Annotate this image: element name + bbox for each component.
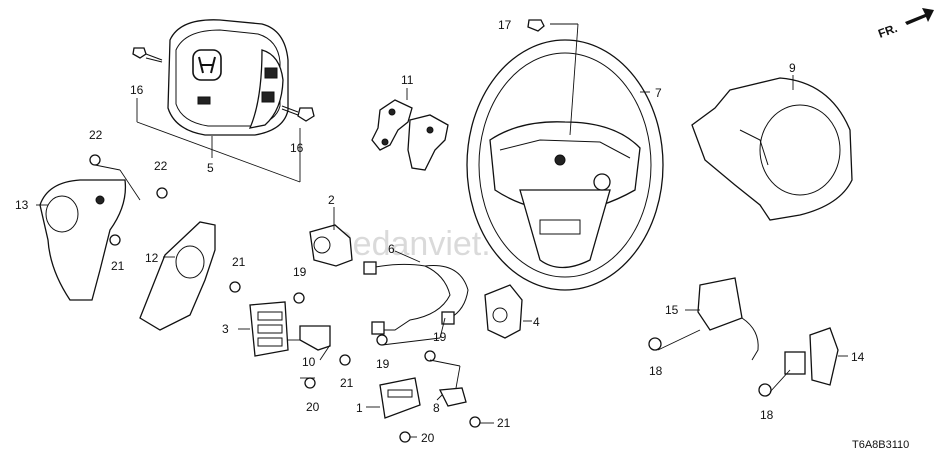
bolt-19-b [376, 334, 388, 346]
callout-4: 4 [533, 315, 540, 329]
callout-11: 11 [401, 73, 414, 87]
bolt-21-b [229, 281, 241, 293]
bolt-16-right [281, 105, 315, 122]
switch-assembly-4 [484, 284, 523, 339]
switch-assembly-15 [697, 277, 759, 361]
callout-22-a: 22 [89, 128, 103, 142]
switch-assembly-3 [249, 301, 289, 357]
front-direction-indicator: FR. [876, 8, 934, 41]
callout-22-b: 22 [154, 159, 168, 173]
callout-9: 9 [789, 61, 796, 75]
bolt-18-a [648, 337, 662, 351]
front-arrow-icon [905, 8, 934, 25]
callout-17: 17 [498, 18, 512, 32]
callout-16-right: 16 [290, 141, 304, 155]
callout-21-b: 21 [232, 255, 246, 269]
wire-harness-6 [363, 261, 469, 335]
callout-1: 1 [356, 401, 363, 415]
bolt-22-a [89, 154, 101, 166]
callout-7: 7 [655, 86, 662, 100]
driver-airbag-module [167, 19, 289, 136]
bolts [89, 154, 772, 443]
callout-14: 14 [851, 350, 865, 364]
switch-assembly-2 [309, 224, 353, 267]
callout-20-b: 20 [421, 431, 435, 445]
callout-5: 5 [207, 161, 214, 175]
bolt-18-b [758, 383, 772, 397]
bolt-17 [527, 19, 545, 32]
callout-19-c: 19 [433, 330, 447, 344]
callout-18-right: 18 [760, 408, 774, 422]
callout-12: 12 [145, 251, 159, 265]
callout-21-a: 21 [111, 259, 125, 273]
left-garnish-13 [39, 179, 127, 301]
callout-15: 15 [665, 303, 679, 317]
callout-3: 3 [222, 322, 229, 336]
bolt-22-b [156, 187, 168, 199]
callout-10: 10 [302, 355, 316, 369]
steering-wheel-lower-cover [691, 77, 853, 221]
callout-8: 8 [433, 401, 440, 415]
bolt-20-a [304, 377, 316, 389]
callout-21-d: 21 [497, 416, 511, 430]
bracket-8 [438, 387, 467, 407]
callout-20-a: 20 [306, 400, 320, 414]
switch-assembly-1 [379, 377, 421, 419]
bolt-19-c [424, 350, 436, 362]
bracket-10 [299, 325, 331, 351]
bolt-21-c [339, 354, 351, 366]
callout-21-c: 21 [340, 376, 354, 390]
bolt-19-a [293, 292, 305, 304]
bolt-21-d [469, 416, 481, 428]
leader-lines [36, 23, 848, 438]
diagram-code: T6A8B3110 [852, 439, 909, 451]
bolt-21-a [109, 234, 121, 246]
paddle-14 [784, 327, 839, 386]
callout-18-left: 18 [649, 364, 663, 378]
callout-2: 2 [328, 193, 335, 207]
callout-labels: 1 2 3 4 5 6 7 8 9 10 11 12 13 14 15 16 1… [15, 18, 865, 445]
steering-wheel [466, 39, 664, 291]
callout-19-a: 19 [293, 265, 307, 279]
cable-assembly-11 [371, 99, 449, 171]
bolt-16-left [132, 47, 163, 63]
callout-6: 6 [388, 242, 395, 256]
bolt-20-b [399, 431, 411, 443]
callout-19-b: 19 [376, 357, 390, 371]
direction-label: FR. [876, 21, 899, 41]
left-switch-cover-12 [139, 221, 216, 331]
callout-16-left: 16 [130, 83, 144, 97]
callout-13: 13 [15, 198, 29, 212]
